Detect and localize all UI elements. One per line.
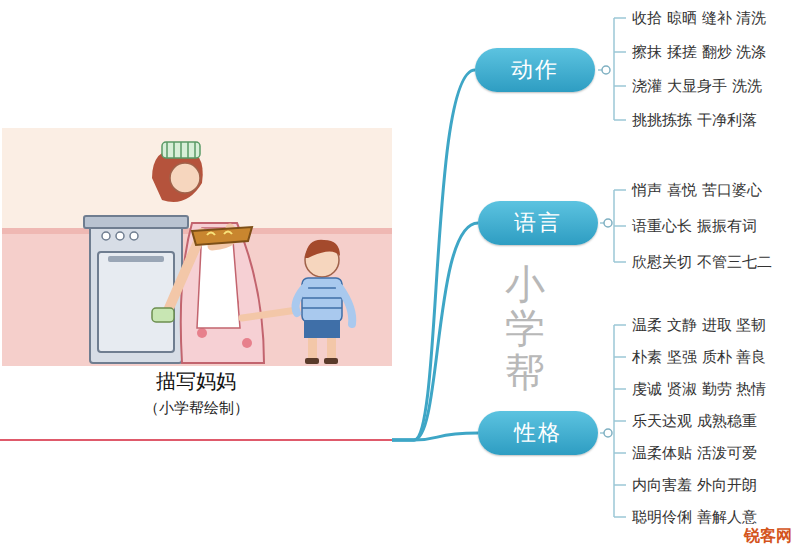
branch-item: 虔诚 贤淑 勤劳 热情 (632, 379, 766, 399)
panel-title: 描写妈妈 (156, 368, 236, 395)
branch-item: 欣慰关切 不管三七二 (632, 252, 772, 272)
base-line (0, 439, 392, 441)
branch-item: 朴素 坚强 质朴 善良 (632, 347, 766, 367)
branch-item: 擦抹 揉搓 翻炒 洗涤 (632, 42, 766, 62)
bracket-knot (602, 66, 612, 437)
watermark: 小学帮 (505, 262, 545, 394)
branch-item: 温柔体贴 活泼可爱 (632, 443, 757, 463)
kitchen-scene (2, 128, 392, 366)
branch-label: 动作 (511, 55, 559, 85)
branch-item: 语重心长 振振有词 (632, 216, 757, 236)
branch-pill: 性格 (478, 411, 598, 455)
branch-item: 温柔 文静 进取 坚韧 (632, 315, 766, 335)
branch-item: 悄声 喜悦 苦口婆心 (632, 180, 762, 200)
panel-caption: （小学帮绘制） (144, 399, 249, 418)
branch-item: 聪明伶俐 善解人意 (632, 507, 757, 527)
branch-item: 内向害羞 外向开朗 (632, 475, 757, 495)
branch-label: 语言 (514, 208, 562, 238)
picture-panel: 描写妈妈 （小学帮绘制） (0, 128, 392, 444)
branch-item: 浇灌 大显身手 洗洗 (632, 76, 762, 96)
bracket (598, 18, 626, 517)
branch-label: 性格 (514, 418, 562, 448)
watermark: 锐客网 (742, 526, 794, 547)
branch-connector (392, 433, 478, 440)
branch-item: 挑挑拣拣 干净利落 (632, 110, 757, 130)
branch-pill: 语言 (478, 201, 598, 245)
branch-item: 乐天达观 成熟稳重 (632, 411, 757, 431)
branch-pill: 动作 (475, 48, 595, 92)
branch-connector (392, 223, 478, 440)
branch-item: 收拾 晾晒 缝补 清洗 (632, 8, 766, 28)
